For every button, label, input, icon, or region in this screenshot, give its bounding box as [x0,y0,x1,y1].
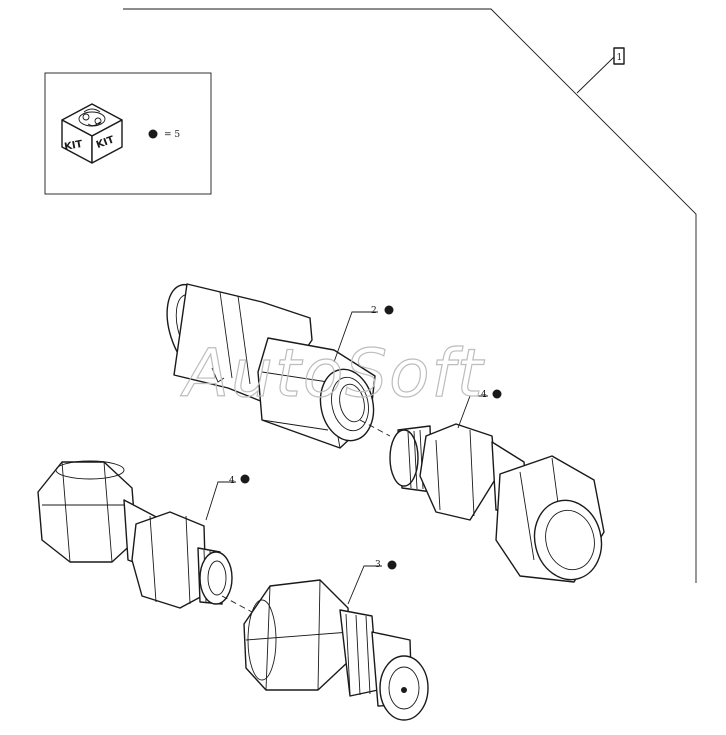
assembly-frame: 1 [123,8,697,583]
callout-item4-lower: 4 [205,474,250,521]
kit-equation: = 5 [164,130,180,140]
item4-lower-bullet [240,474,250,484]
item4-lower-number: 4 [229,476,235,486]
coupler-male [243,579,429,721]
callout-item4-upper: 4 [457,389,502,429]
item3-bullet [387,560,397,570]
frame-callout-label: 1 [617,53,623,63]
kit-label-left: KIT [63,139,83,153]
item4-upper-number: 4 [481,390,487,400]
adapter-lower [37,460,233,609]
item2-bullet [384,305,394,315]
kit-bullet [148,129,158,139]
centre-lines [221,419,391,613]
kit-legend: KIT KIT = 5 [44,72,212,195]
valve-poppet [401,687,407,693]
item4-upper-bullet [492,389,502,399]
adapter-upper [389,423,605,583]
coupler-female [166,283,376,449]
watermark-text: AutoSoft [180,335,485,412]
item3-number: 3 [375,560,381,570]
callout-item3: 3 [347,560,397,605]
callout-item2: 2 [333,305,394,363]
item2-number: 2 [371,306,377,316]
kit-box-icon: KIT KIT [61,103,123,164]
